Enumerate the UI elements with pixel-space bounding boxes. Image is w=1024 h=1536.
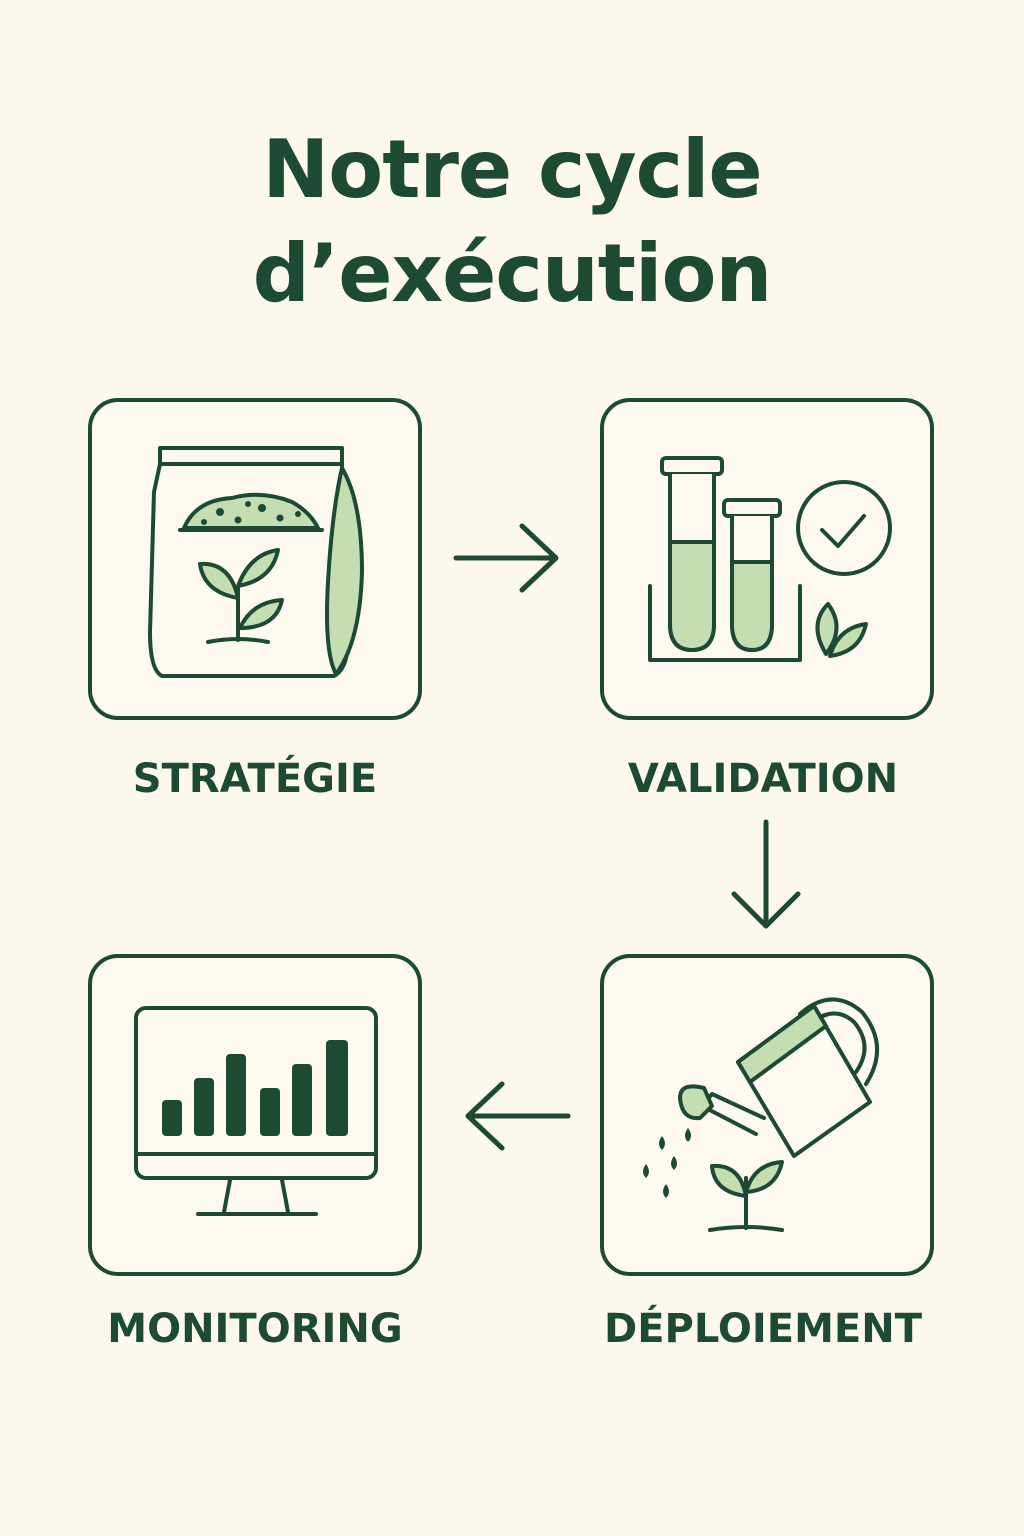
arrow-right-icon bbox=[453, 523, 559, 593]
monitor-bar-chart-icon bbox=[134, 1006, 378, 1216]
step-card-strategie bbox=[88, 398, 422, 720]
step-label-deploiement: DÉPLOIEMENT bbox=[603, 1306, 922, 1352]
test-tubes-check-icon bbox=[648, 456, 892, 662]
seed-bag-icon bbox=[148, 446, 364, 678]
step-card-deploiement bbox=[600, 954, 934, 1276]
watering-can-icon bbox=[643, 997, 879, 1232]
step-card-monitoring bbox=[88, 954, 422, 1276]
arrow-left-icon bbox=[465, 1081, 571, 1151]
title-line-1: Notre cycle bbox=[262, 123, 762, 216]
title-line-2: d’exécution bbox=[252, 227, 773, 320]
step-label-monitoring: MONITORING bbox=[107, 1306, 403, 1352]
page-title: Notre cycle d’exécution bbox=[0, 118, 1024, 326]
step-card-validation bbox=[600, 398, 934, 720]
step-label-validation: VALIDATION bbox=[627, 756, 899, 802]
arrow-down-icon bbox=[731, 819, 801, 929]
step-label-strategie: STRATÉGIE bbox=[132, 756, 378, 802]
